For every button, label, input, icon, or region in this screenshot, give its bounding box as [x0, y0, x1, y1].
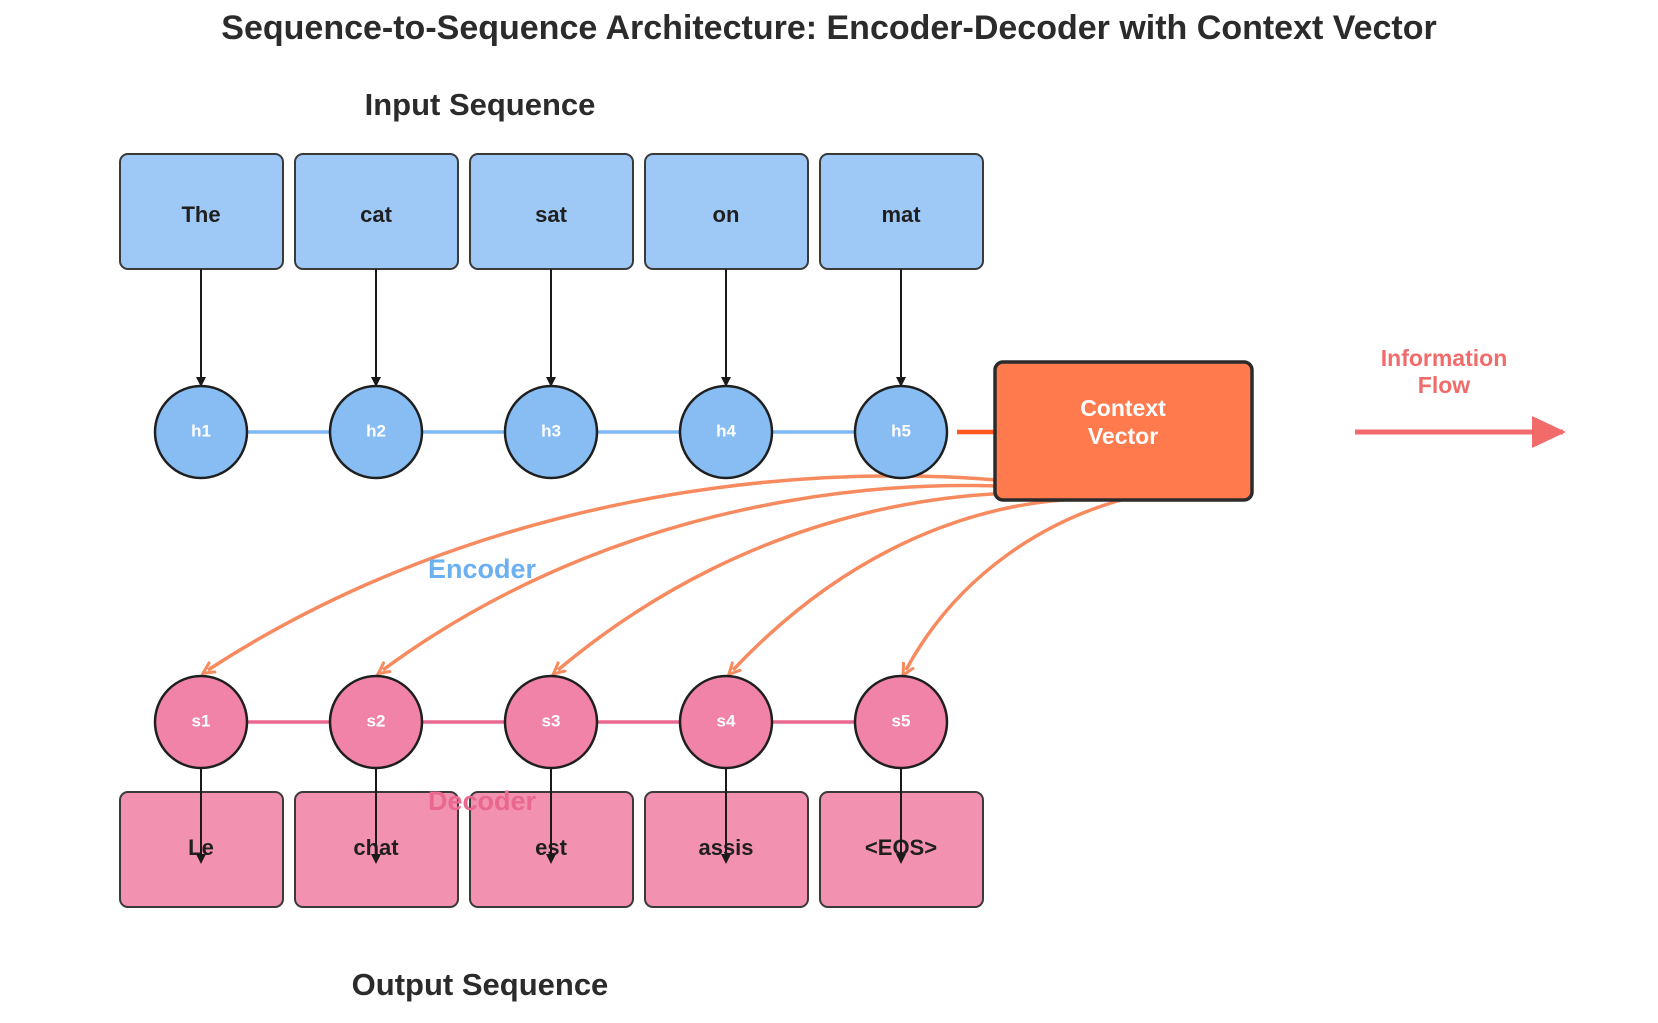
input-token-label: The [181, 202, 220, 227]
encoder-state-label: h2 [366, 421, 386, 440]
encoder-state-3: h3 [503, 384, 599, 480]
input-token-label: cat [360, 202, 392, 227]
decoder-states: s1 s2 s3 s4 s5 [153, 674, 949, 770]
encoder-states: h1 h2 h3 h4 h5 [153, 384, 949, 480]
encoder-label: Encoder [428, 554, 537, 584]
input-token-3: sat [469, 153, 634, 270]
encoder-state-label: h5 [891, 421, 911, 440]
context-vector-label-line2: Vector [1088, 423, 1158, 449]
information-flow-label-line2: Flow [1418, 372, 1470, 398]
encoder-state-4: h4 [678, 384, 774, 480]
encoder-state-label: h4 [716, 421, 736, 440]
context-vector: Context Vector [993, 360, 1254, 502]
broadcast-arrow [733, 497, 1122, 670]
input-token-5: mat [819, 153, 984, 270]
broadcast-arrow [906, 498, 1122, 670]
input-to-encoder-arrows [196, 269, 906, 387]
encoder-state-label: h1 [191, 421, 211, 440]
context-broadcast-arrows [208, 474, 1122, 670]
decoder-state-5: s5 [853, 674, 949, 770]
decoder-state-2: s2 [328, 674, 424, 770]
decoder-state-label: s5 [892, 711, 911, 730]
input-sequence-label: Input Sequence [365, 87, 596, 122]
input-token-2: cat [294, 153, 459, 270]
decoder-state-label: s3 [542, 711, 561, 730]
diagram-title: Sequence-to-Sequence Architecture: Encod… [221, 9, 1436, 47]
decoder-to-output-arrows [196, 768, 906, 864]
information-flow-indicator: Information Flow [1355, 345, 1566, 448]
input-token-label: on [713, 202, 740, 227]
encoder-state-label: h3 [541, 421, 561, 440]
decoder-state-1: s1 [153, 674, 249, 770]
decoder-state-3: s3 [503, 674, 599, 770]
input-token-label: sat [535, 202, 567, 227]
encoder-state-1: h1 [153, 384, 249, 480]
input-token-label: mat [881, 202, 921, 227]
information-flow-label-line1: Information [1381, 345, 1508, 371]
encoder-state-2: h2 [328, 384, 424, 480]
decoder-state-label: s4 [717, 711, 736, 730]
output-sequence-label: Output Sequence [352, 967, 609, 1002]
decoder-label: Decoder [428, 786, 537, 816]
decoder-state-label: s2 [367, 711, 386, 730]
context-vector-label-line1: Context [1080, 395, 1166, 421]
input-tokens: The cat sat on mat [119, 153, 984, 270]
decoder-state-4: s4 [678, 674, 774, 770]
input-token-4: on [644, 153, 809, 270]
encoder-state-5: h5 [853, 384, 949, 480]
decoder-state-label: s1 [192, 711, 211, 730]
input-token-1: The [119, 153, 284, 270]
